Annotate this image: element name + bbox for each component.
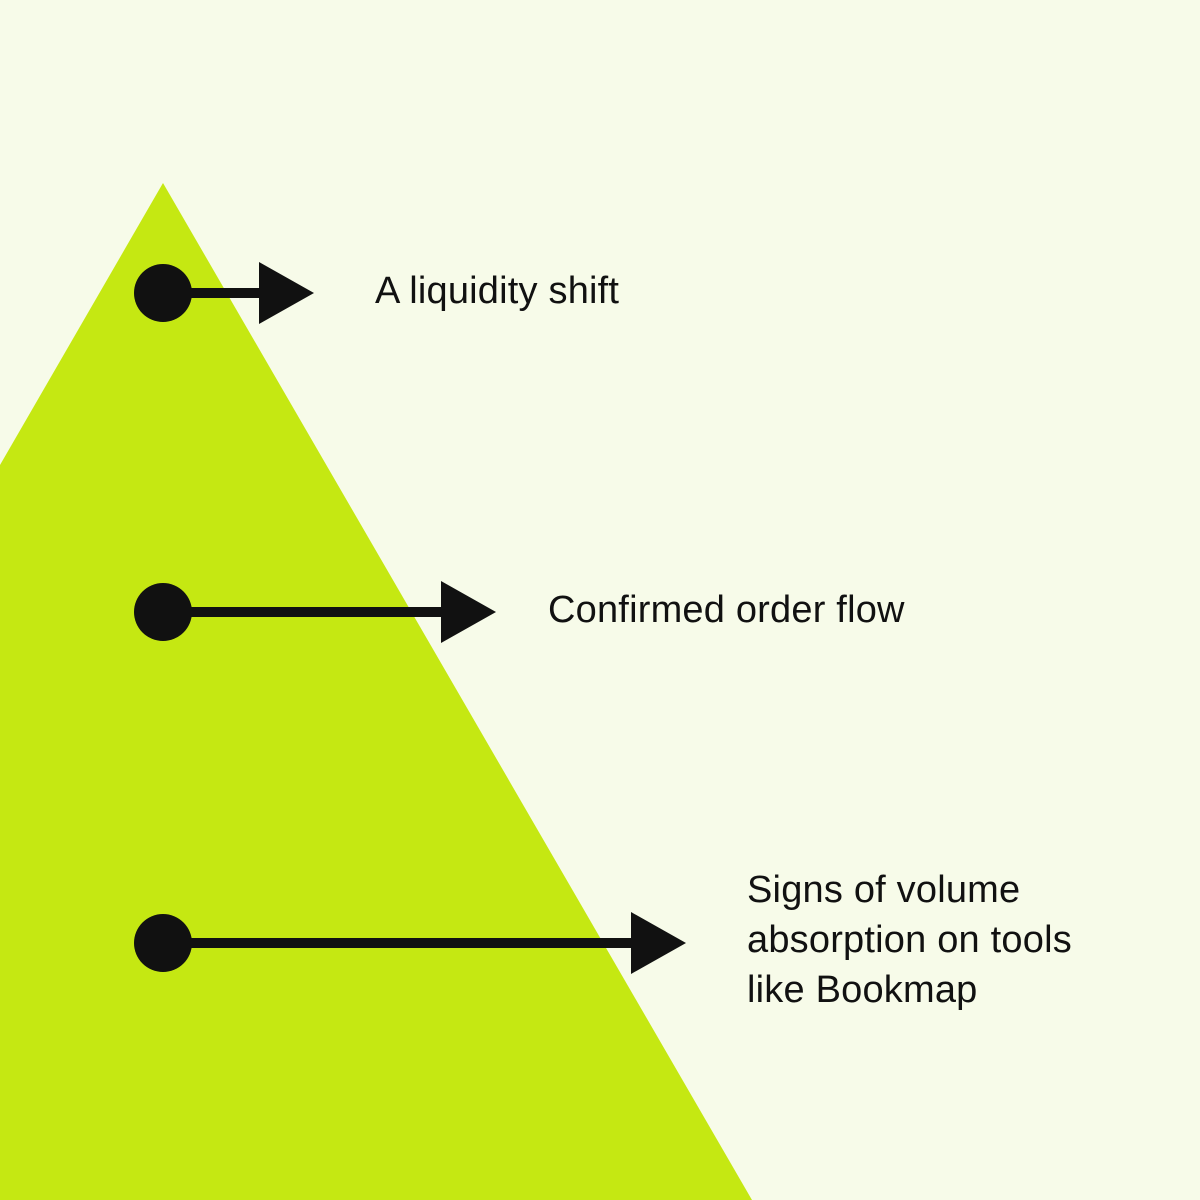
arrow-head-icon <box>259 262 314 324</box>
arrow-head-icon <box>441 581 496 643</box>
arrow-shaft <box>163 288 261 298</box>
level-3-label-line: absorption on tools <box>747 919 1072 961</box>
level-1-label: A liquidity shift <box>375 270 620 312</box>
level-2-label: Confirmed order flow <box>548 589 905 631</box>
pyramid-shape <box>0 183 752 1200</box>
arrow-level-1 <box>134 262 314 324</box>
level-3-label-line: like Bookmap <box>747 969 978 1011</box>
arrow-shaft <box>163 607 444 617</box>
level-3-label: Signs of volume absorption on tools like… <box>747 865 1072 1015</box>
level-3-label-line: Signs of volume <box>747 869 1021 911</box>
arrow-shaft <box>163 938 634 948</box>
arrow-level-2 <box>134 581 496 643</box>
arrow-level-3 <box>134 912 686 974</box>
arrow-head-icon <box>631 912 686 974</box>
